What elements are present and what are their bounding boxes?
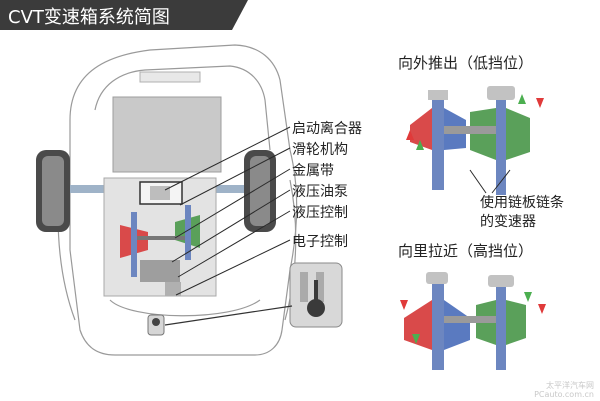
car-hood-outline [94,65,271,151]
hydraulic-pipe [165,282,181,296]
car-shaft-left [131,212,137,277]
leader-lines [164,126,291,296]
car-illustration [57,44,298,356]
engine-top [139,71,201,83]
chain-leader-b [491,169,511,194]
car-shifter-knob [152,318,160,326]
label-hydraulic-control: 液压控制 [292,205,348,221]
label-hydraulic-pump: 液压油泵 [292,184,348,200]
high-gear-diagram [400,272,546,370]
gearbox-core [150,186,170,200]
car-belt [137,236,185,240]
page-title: CVT变速箱系统简图 [8,7,170,28]
low-gear-diagram [406,86,544,195]
right-wheel [244,150,276,232]
hydraulic-block [140,260,180,282]
left-wheel [36,150,70,232]
chain-note-line1: 使用链板链条 [480,195,564,211]
chain-leader-a [469,169,487,194]
shifter-link-line [164,305,293,326]
chain-note-line2: 的变速器 [480,214,536,230]
car-body-outline [69,44,298,356]
low-gear-heading: 向外推出（低挡位） [398,54,534,72]
engine-block [112,96,222,173]
watermark: 太平洋汽车网 PCauto.com.cn [534,381,594,399]
label-pulley-mechanism: 滑轮机构 [292,142,348,158]
label-start-clutch: 启动离合器 [292,121,362,137]
high-gear-heading: 向里拉近（高挡位） [398,242,534,260]
label-metal-belt: 金属带 [292,163,334,179]
title-background [0,0,248,30]
car-inner-line [109,299,261,317]
shifter-detail [289,262,343,328]
watermark-line2: PCauto.com.cn [534,390,594,399]
car-shaft-right [185,205,191,260]
watermark-line1: 太平洋汽车网 [546,381,594,390]
label-electronic-control: 电子控制 [292,234,348,250]
